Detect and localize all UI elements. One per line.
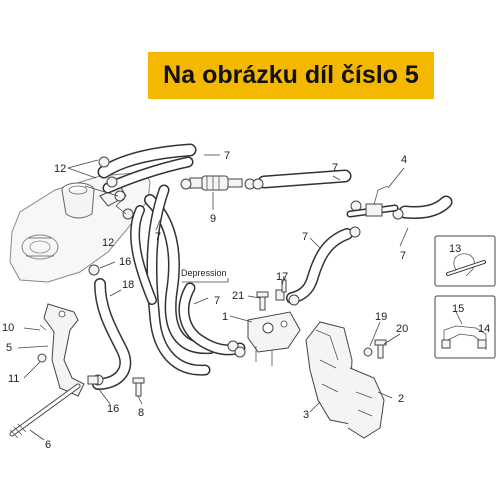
callout-7-mid: 7 [332, 162, 338, 174]
callout-1: 1 [222, 311, 228, 323]
hose-top-right [257, 169, 453, 304]
callout-16-lower: 16 [107, 403, 119, 415]
hose-18 [92, 278, 132, 390]
callout-7-left: 7 [155, 231, 161, 243]
callout-11: 11 [8, 373, 19, 385]
callout-6: 6 [45, 439, 51, 451]
depression-arrow: Depression [181, 268, 229, 283]
tee-fitting [346, 185, 399, 218]
banner-text: Na obrázku díl číslo 5 [163, 61, 419, 89]
callout-numbers: 7 7 7 7 7 7 12 12 4 9 16 18 17 21 1 10 5… [2, 150, 490, 451]
fuel-pump-bracket [247, 279, 301, 366]
callout-7-right: 7 [302, 231, 308, 243]
detail-box-13 [434, 235, 496, 287]
part-number-banner: Na obrázku díl číslo 5 [148, 52, 434, 99]
depression-label: Depression [181, 268, 227, 278]
callout-2: 2 [398, 393, 404, 405]
callout-12-bottom: 12 [102, 237, 114, 249]
callout-14: 14 [478, 323, 490, 335]
hose-depression [178, 282, 246, 356]
callout-4: 4 [401, 154, 407, 166]
rod [9, 383, 81, 439]
bolts-right [363, 339, 387, 359]
hose-clamps [88, 156, 404, 386]
callout-15: 15 [452, 303, 464, 315]
left-bracket [37, 303, 145, 397]
callout-7-depression: 7 [214, 295, 220, 307]
callout-8: 8 [138, 407, 144, 419]
fuel-canister [305, 321, 385, 439]
callout-21: 21 [232, 290, 244, 302]
callout-9: 9 [210, 213, 216, 225]
leader-lines [17, 154, 463, 441]
detail-box-15 [434, 295, 496, 359]
callout-13: 13 [449, 243, 461, 255]
callout-17: 17 [276, 271, 288, 283]
callout-18: 18 [122, 279, 134, 291]
callout-3: 3 [303, 409, 309, 421]
callout-12-top: 12 [54, 163, 66, 175]
callout-19: 19 [375, 311, 387, 323]
callout-7-far-right: 7 [400, 250, 406, 262]
callout-10: 10 [2, 322, 14, 334]
hose-vertical-main [130, 184, 216, 376]
callout-20: 20 [396, 323, 408, 335]
callout-7-top: 7 [224, 150, 230, 162]
callout-16-upper: 16 [119, 256, 131, 268]
callout-5: 5 [6, 342, 12, 354]
fuel-filter [189, 175, 256, 191]
